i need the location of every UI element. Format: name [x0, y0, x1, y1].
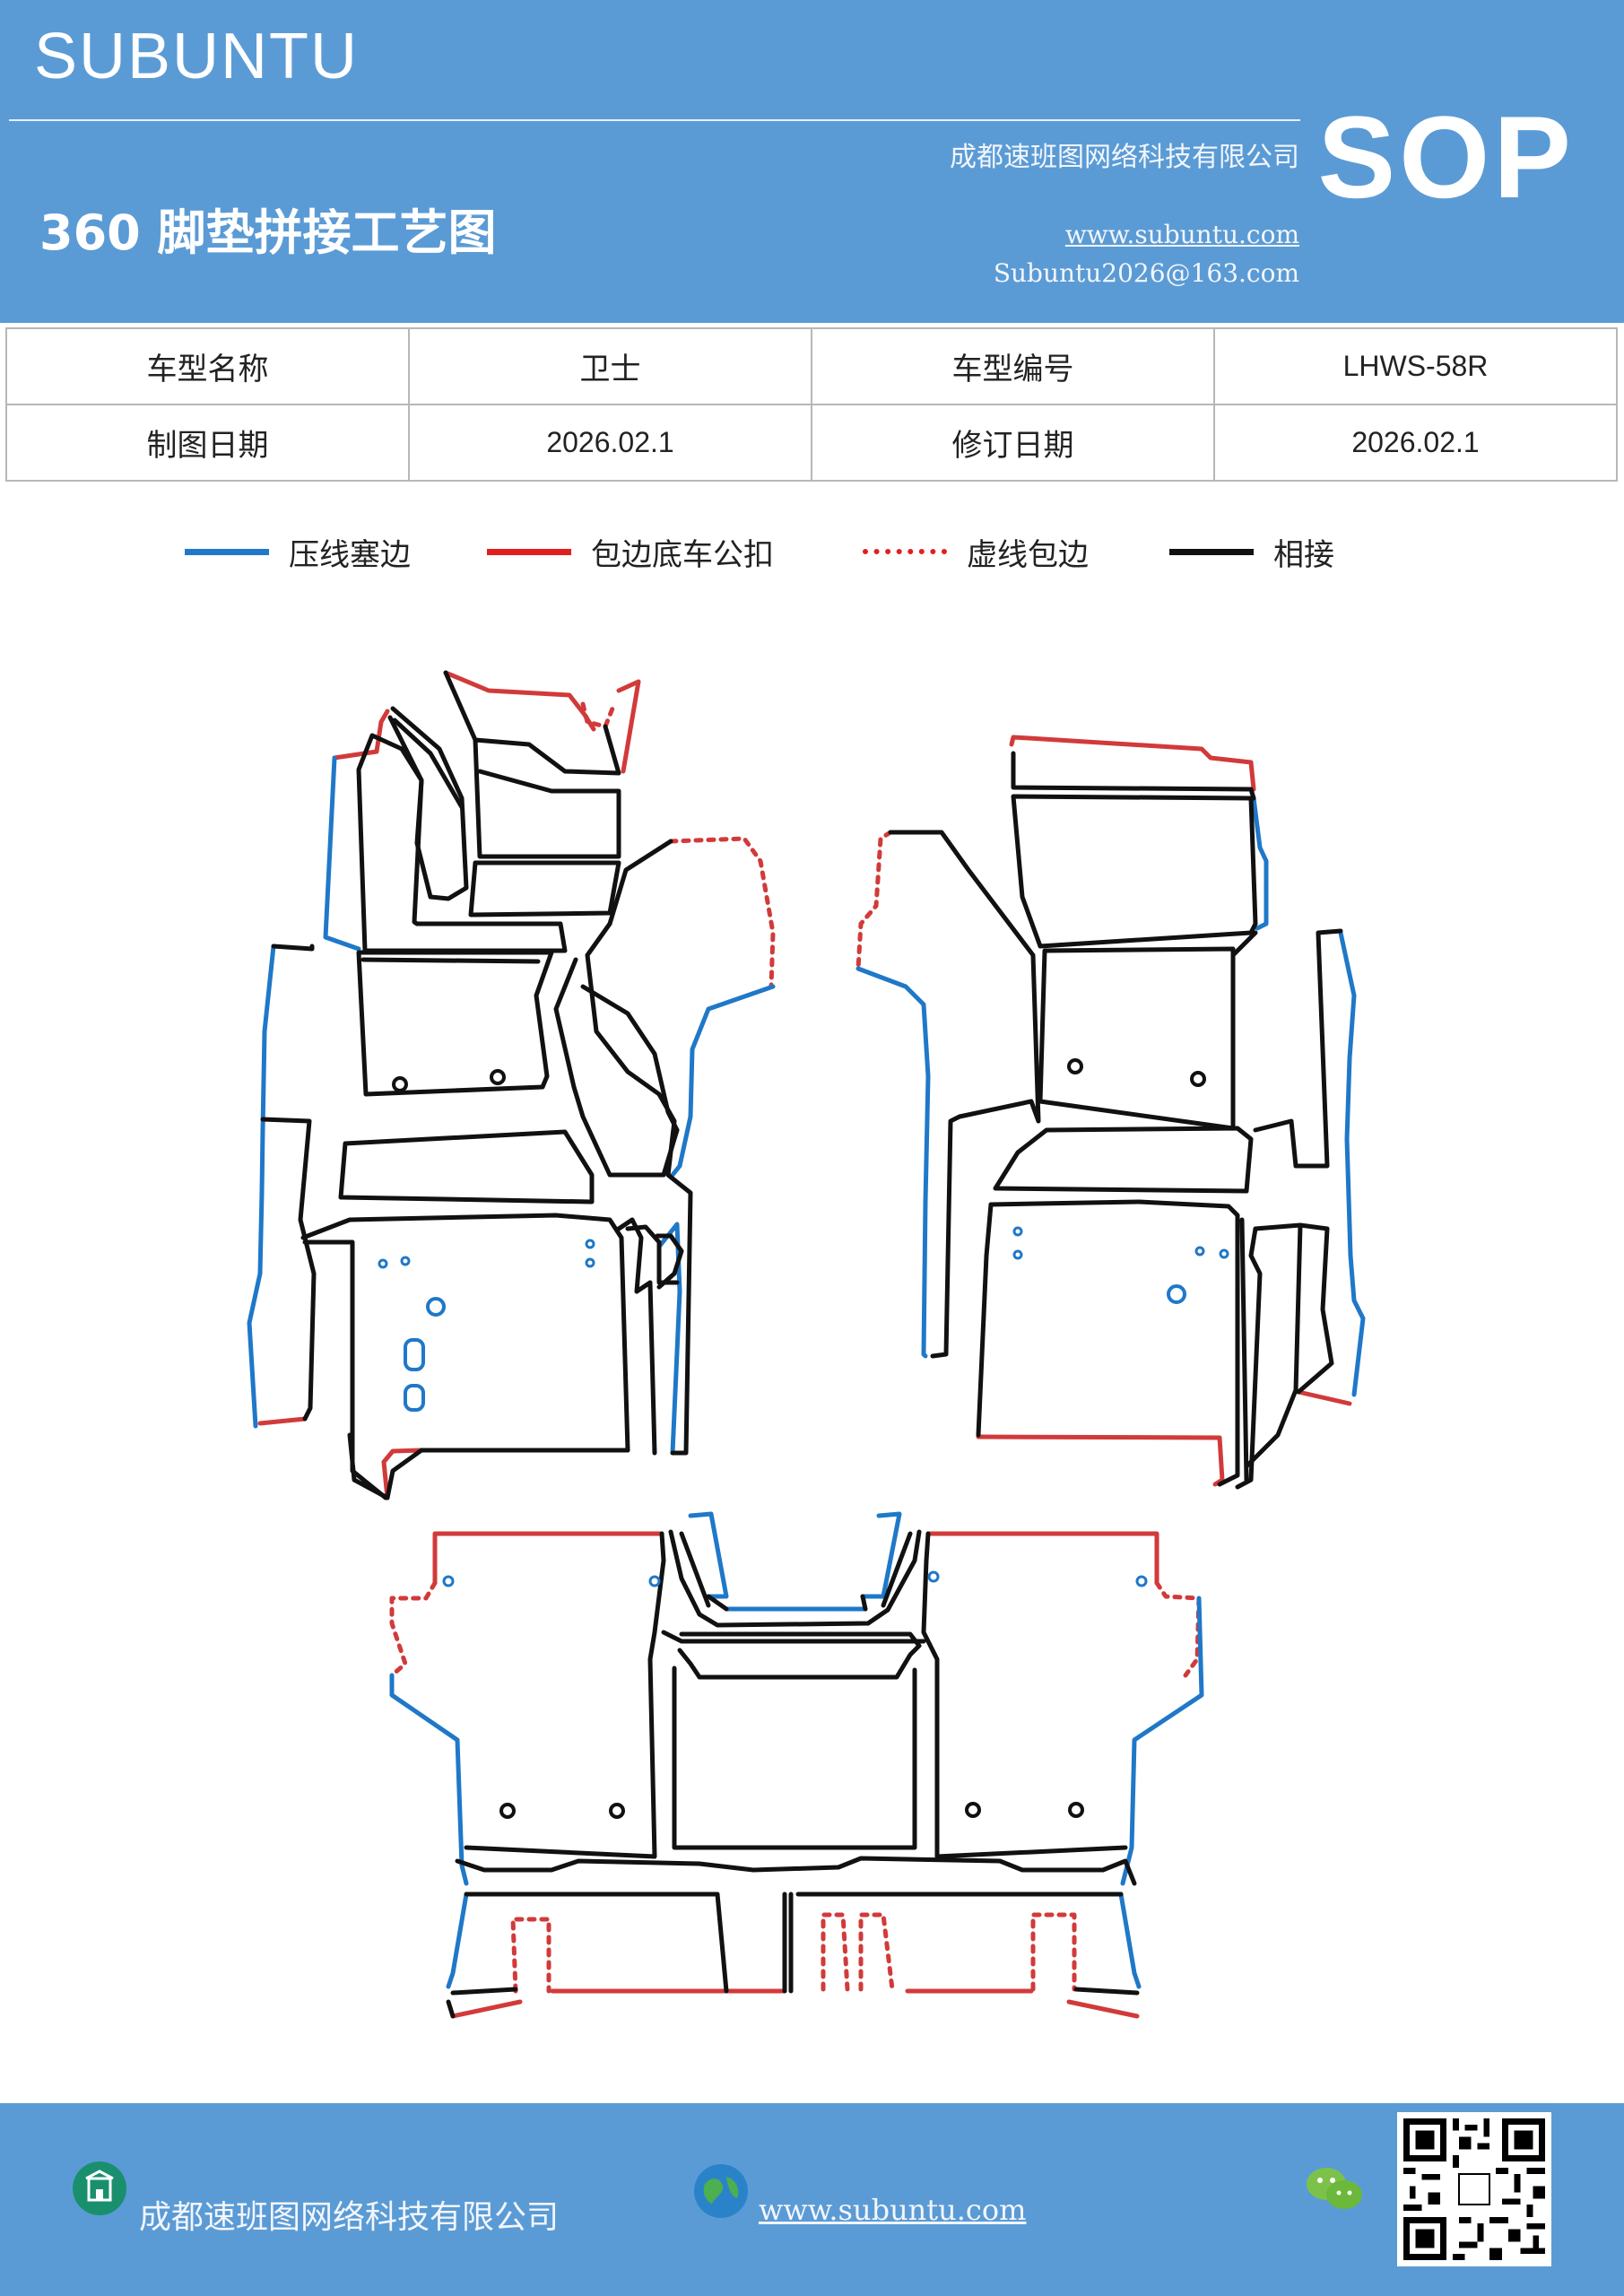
qr-code[interactable]: [1397, 2112, 1551, 2266]
table-row: 制图日期 2026.02.1 修订日期 2026.02.1: [5, 404, 1618, 482]
header-company: 成都速班图网络科技有限公司: [950, 142, 1299, 173]
edge-red: [432, 1531, 664, 1586]
edge-blue: [1338, 930, 1366, 1397]
legend-label: 虚线包边: [967, 536, 1089, 573]
footer-banner: 成都速班图网络科技有限公司 www.subuntu.com: [0, 2103, 1624, 2296]
model-code-value: LHWS-58R: [1213, 327, 1618, 405]
line-legend: 压线塞边 包边底车公扣 虚线包边 相接: [0, 525, 1624, 578]
brand-name: SUBUNTU: [34, 21, 360, 92]
edge-red: [1009, 735, 1256, 792]
legend-swatch-blue: [185, 548, 269, 555]
draw-date-value: 2026.02.1: [408, 404, 812, 482]
edge-blue: [670, 984, 776, 1178]
legend-label: 压线塞边: [289, 536, 411, 573]
edge-red-dotted: [389, 1580, 438, 1678]
edge-red-dotted: [580, 701, 617, 729]
edge-red: [925, 1531, 1159, 1586]
legend-label: 相接: [1273, 536, 1334, 573]
legend-swatch-red-dotted: [863, 549, 947, 554]
edge-blue: [323, 755, 361, 952]
edge-red: [332, 709, 390, 761]
model-name-label: 车型名称: [5, 327, 410, 405]
building-icon: [73, 2161, 126, 2215]
revise-date-label: 修订日期: [811, 404, 1215, 482]
sop-badge: SOP: [1317, 91, 1575, 222]
edge-red-dotted: [510, 1917, 551, 1994]
edge-blue: [446, 1892, 469, 1989]
edge-red: [381, 1448, 630, 1500]
legend-item: 包边底车公扣: [487, 525, 774, 578]
header-website-link[interactable]: www.subuntu.com: [1064, 220, 1299, 249]
wechat-icon: [1307, 2168, 1362, 2209]
model-code-label: 车型编号: [811, 327, 1215, 405]
edge-red-dotted: [1030, 1912, 1077, 1992]
info-table: 车型名称 卫士 车型编号 LHWS-58R 制图日期 2026.02.1 修订日…: [5, 327, 1618, 482]
model-name-value: 卫士: [408, 327, 812, 405]
edge-blue: [688, 1511, 729, 1599]
legend-item: 虚线包边: [863, 525, 1089, 578]
table-row: 车型名称 卫士 车型编号 LHWS-58R: [5, 327, 1618, 405]
edge-blue: [656, 1222, 682, 1456]
front-left-mat-group: [247, 670, 776, 1500]
footer-website-link[interactable]: www.subuntu.com: [759, 2193, 1027, 2227]
edge-blue: [855, 966, 931, 1359]
front-right-mat-group: [855, 735, 1366, 1490]
edge-red-dotted: [821, 1912, 895, 1992]
legend-item: 相接: [1169, 525, 1334, 578]
rear-mat-group: [389, 1511, 1204, 2019]
document-title: 360 脚垫拼接工艺图: [39, 204, 497, 261]
edge-blue: [1118, 1892, 1142, 1989]
edge-red-dotted: [1154, 1580, 1202, 1678]
edge-red: [450, 1999, 523, 2019]
floor-mat-diagram: [247, 670, 1366, 2019]
edge-red: [1066, 1999, 1140, 2019]
edge-red: [976, 1434, 1225, 1487]
legend-item: 压线塞边: [185, 525, 411, 578]
edge-red-dotted: [855, 830, 893, 971]
edge-blue: [389, 1673, 469, 1886]
edge-blue: [247, 944, 276, 1429]
edge-blue: [1120, 1596, 1204, 1886]
edge-blue: [860, 1511, 902, 1599]
footer-company: 成都速班图网络科技有限公司: [139, 2199, 560, 2236]
edge-blue: [1251, 796, 1269, 931]
header-email: Subuntu2026@163.com: [993, 258, 1299, 288]
edge-red: [257, 1416, 308, 1426]
header-banner: SUBUNTU 360 脚垫拼接工艺图 成都速班图网络科技有限公司 www.su…: [0, 0, 1624, 323]
edge-red-dotted: [668, 836, 776, 989]
globe-icon: [694, 2164, 748, 2218]
revise-date-value: 2026.02.1: [1213, 404, 1618, 482]
edge-red: [1296, 1389, 1352, 1406]
header-divider: [9, 119, 1300, 121]
legend-swatch-black: [1169, 548, 1254, 555]
legend-swatch-red: [487, 548, 571, 555]
legend-label: 包边底车公扣: [591, 536, 774, 573]
edge-red: [616, 679, 641, 774]
draw-date-label: 制图日期: [5, 404, 410, 482]
